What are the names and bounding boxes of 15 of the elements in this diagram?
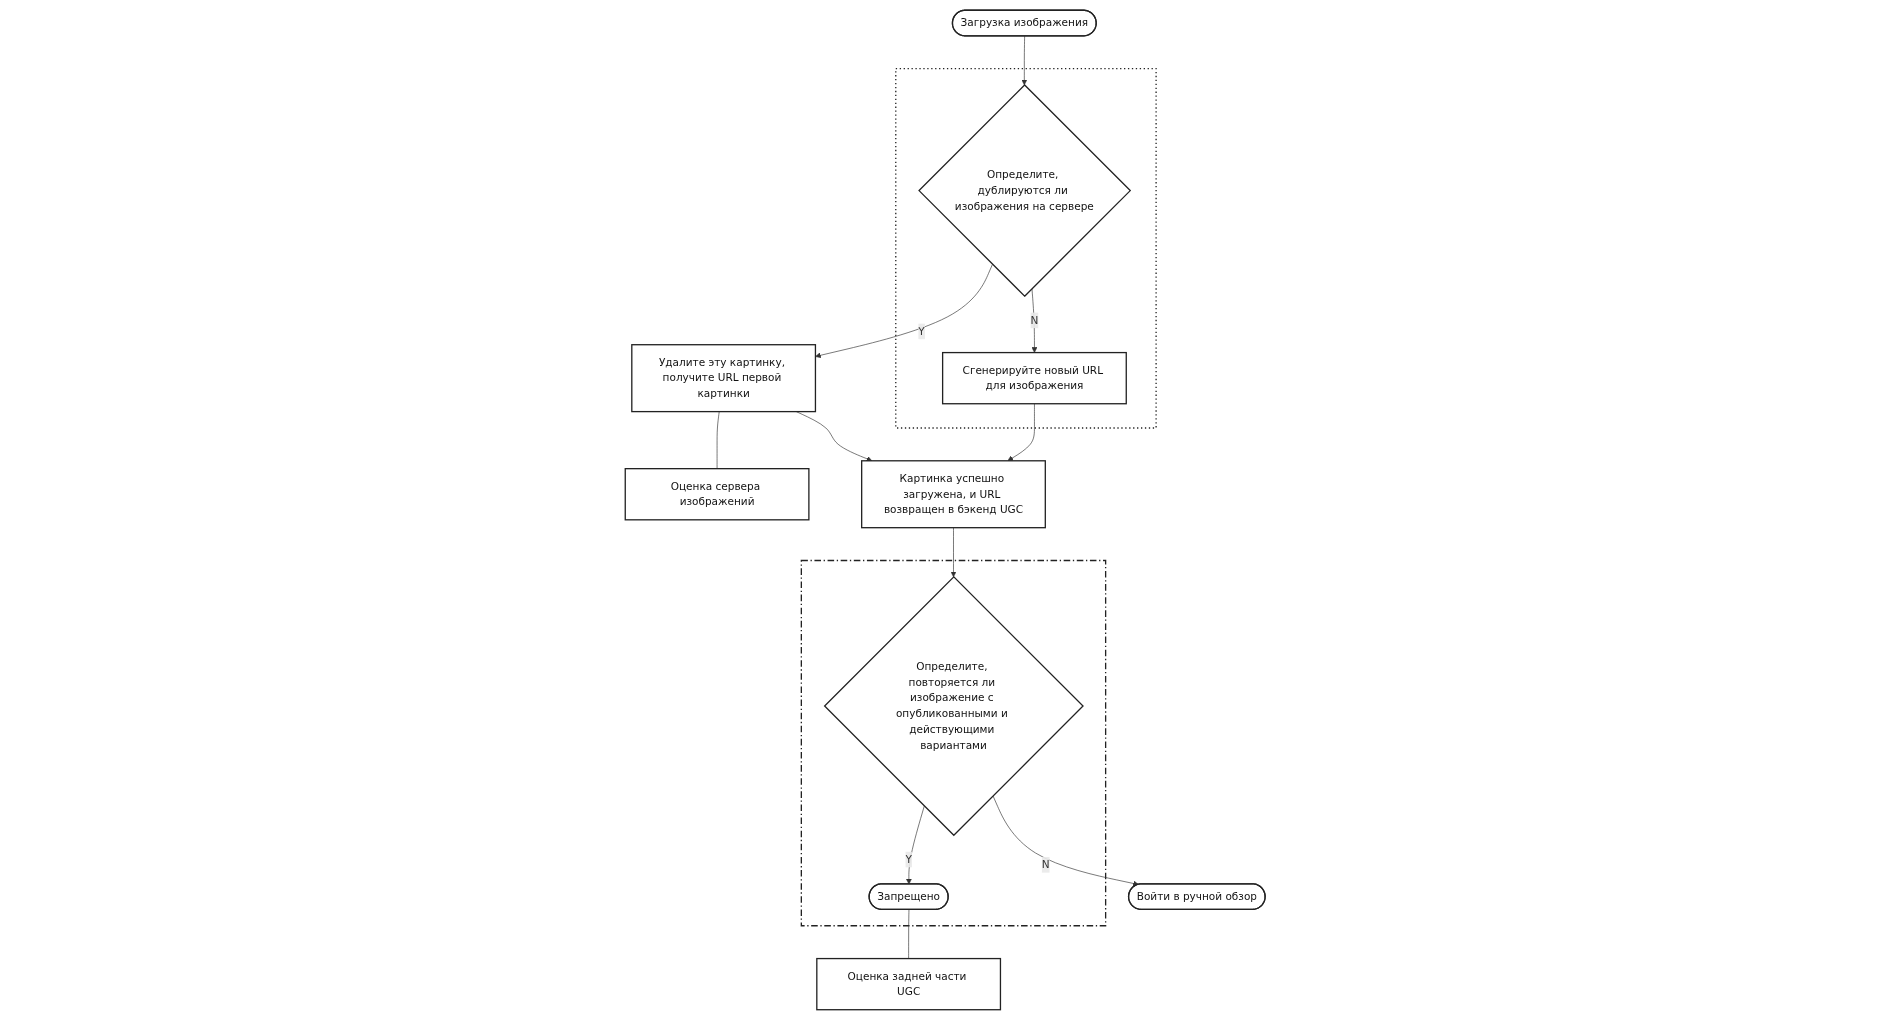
- node-diamond: Определите, дублируются ли изображения на сервере: [918, 84, 1132, 298]
- node-diamond: Определите, повторяется ли изображение с опубликованными и действующими вариантами: [824, 575, 1085, 837]
- node-box: Сгенерируйте новый URL для изображения: [942, 351, 1128, 405]
- node-box: Картинка успешно загружена, и URL возвращен в бэкенд UGC: [861, 460, 1047, 529]
- edge-label: Y: [905, 853, 913, 866]
- cluster: [895, 67, 1158, 429]
- edge-label: Y: [918, 324, 926, 338]
- node-box: Удалите эту картинку, получите URL первой картинки: [631, 344, 817, 413]
- connector: [717, 411, 720, 469]
- node-box: Оценка сервера изображений: [624, 468, 810, 521]
- edge-label: N: [1030, 313, 1039, 327]
- cluster: [801, 559, 1107, 927]
- edge-label: N: [1042, 858, 1050, 871]
- connector: [908, 909, 910, 959]
- node-box: Оценка задней части UGC: [816, 957, 1002, 1011]
